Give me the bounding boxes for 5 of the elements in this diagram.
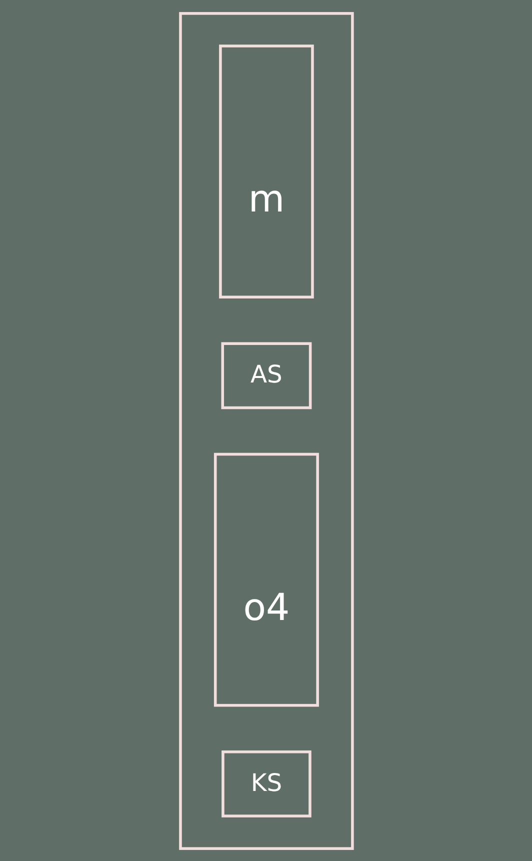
cluster <box>178 12 354 850</box>
node-box: AS <box>220 342 312 409</box>
node-box: KS <box>221 750 311 817</box>
node-box: m <box>218 44 314 298</box>
node-box: o4 <box>213 452 318 706</box>
